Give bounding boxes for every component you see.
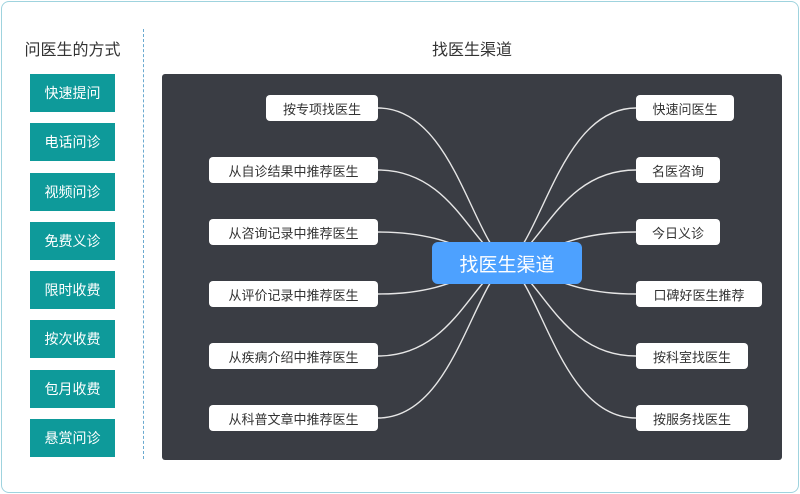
connector-line — [506, 107, 637, 264]
connector-line — [377, 107, 508, 264]
method-button[interactable]: 限时收费 — [30, 271, 115, 310]
center-node[interactable]: 找医生渠道 — [432, 242, 582, 284]
vertical-divider — [143, 29, 144, 459]
connector-line — [506, 262, 637, 419]
method-button[interactable]: 按次收费 — [30, 320, 115, 359]
diagram-title: 找医生渠道 — [431, 40, 512, 59]
method-button[interactable]: 视频问诊 — [30, 172, 115, 211]
method-button[interactable]: 电话问诊 — [30, 123, 115, 162]
method-button[interactable]: 悬赏问诊 — [30, 419, 115, 458]
left-node[interactable]: 从科普文章中推荐医生 — [209, 405, 378, 431]
mindmap-panel: 按专项找医生 从自诊结果中推荐医生 从咨询记录中推荐医生 从评价记录中推荐医生 … — [162, 74, 782, 460]
right-node[interactable]: 按科室找医生 — [636, 343, 748, 369]
method-button[interactable]: 免费义诊 — [30, 221, 115, 260]
left-node[interactable]: 从疾病介绍中推荐医生 — [209, 343, 378, 369]
connector-line — [377, 262, 508, 419]
right-node[interactable]: 口碑好医生推荐 — [636, 281, 762, 307]
left-node[interactable]: 从咨询记录中推荐医生 — [209, 219, 378, 245]
consult-methods-list: 快速提问 电话问诊 视频问诊 免费义诊 限时收费 按次收费 包月收费 悬赏问诊 — [30, 74, 115, 468]
right-node[interactable]: 快速问医生 — [636, 95, 734, 121]
right-node[interactable]: 名医咨询 — [636, 157, 720, 183]
method-button[interactable]: 包月收费 — [30, 369, 115, 408]
left-node[interactable]: 按专项找医生 — [266, 95, 378, 121]
sidebar-title: 问医生的方式 — [24, 40, 121, 59]
left-node[interactable]: 从自诊结果中推荐医生 — [209, 157, 378, 183]
right-node[interactable]: 今日义诊 — [636, 219, 720, 245]
left-node[interactable]: 从评价记录中推荐医生 — [209, 281, 378, 307]
method-button[interactable]: 快速提问 — [30, 74, 115, 112]
right-node[interactable]: 按服务找医生 — [636, 405, 748, 431]
